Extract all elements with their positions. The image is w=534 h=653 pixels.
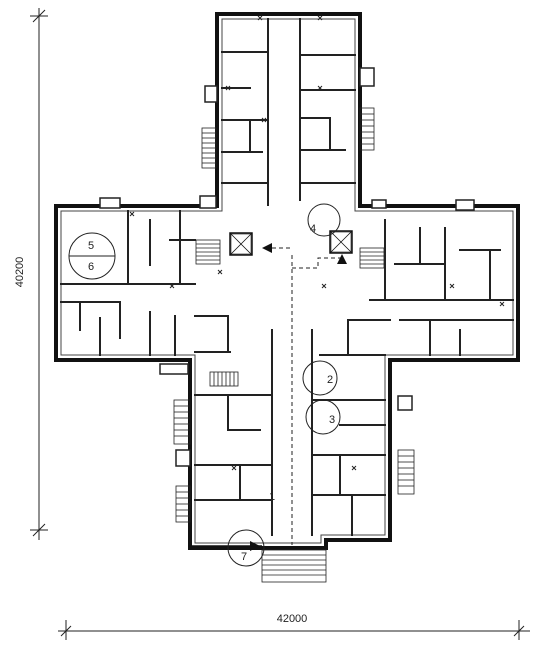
marker-label-3: 3 bbox=[329, 414, 335, 426]
stairs bbox=[173, 107, 415, 583]
marker-label-6: 6 bbox=[88, 261, 94, 273]
circulation-path bbox=[265, 247, 342, 545]
building-outline bbox=[54, 12, 520, 550]
marker-label-2: 2 bbox=[327, 374, 333, 386]
lift-shafts bbox=[229, 230, 353, 256]
fixture-ticks bbox=[129, 15, 505, 471]
marker-label-4: 4 bbox=[310, 223, 316, 235]
marker-label-1: 1 bbox=[269, 491, 275, 503]
marker-label-5: 5 bbox=[88, 240, 94, 252]
height-dimension-label: 40200 bbox=[14, 257, 26, 288]
width-dimension-label: 42000 bbox=[277, 613, 308, 625]
width-dimension-line bbox=[58, 620, 530, 640]
height-dimension-line bbox=[30, 8, 48, 540]
marker-label-7: 7 bbox=[241, 551, 247, 563]
wall-projections bbox=[99, 67, 475, 467]
viewpoint-markers bbox=[68, 203, 341, 567]
